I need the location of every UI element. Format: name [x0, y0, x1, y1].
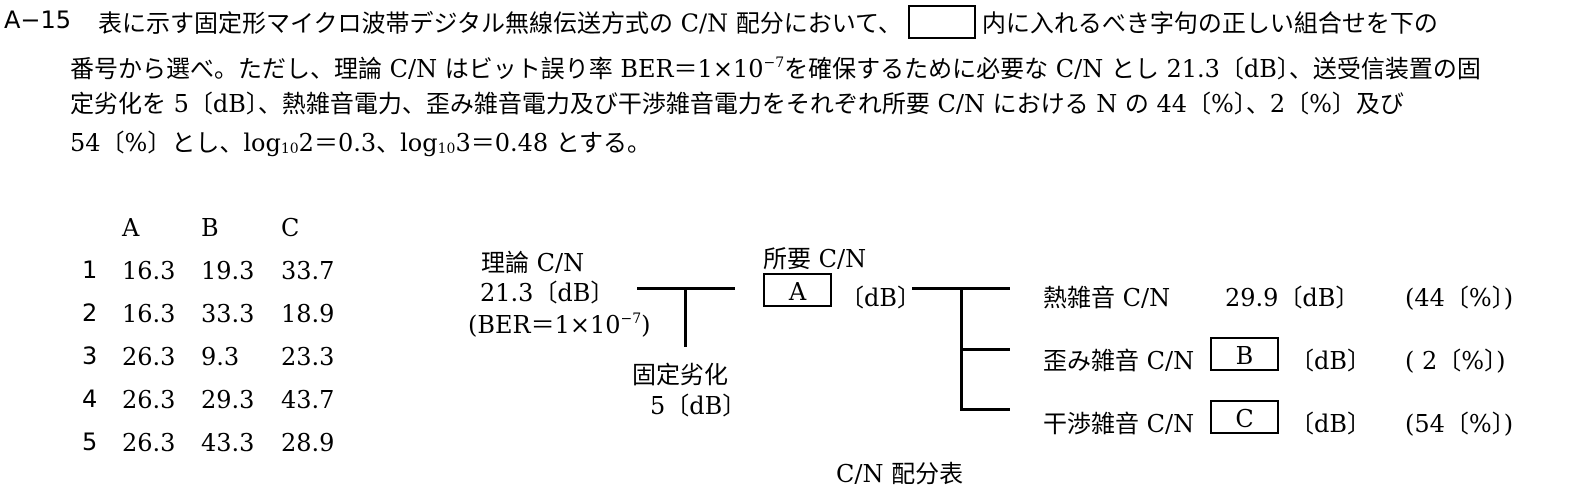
choice-4-b: 29.3 [201, 386, 255, 414]
theory-cn-label: 理論 C/N [481, 249, 585, 277]
ber-exponent: −7 [763, 55, 785, 71]
question-line-2-b: を確保するために必要な C/N とし 21.3〔dB〕、送受信装置の固 [784, 55, 1481, 83]
choice-number-5: 5 [82, 428, 98, 456]
choice-2-a: 16.3 [122, 300, 176, 328]
choice-1-c: 33.7 [281, 257, 335, 285]
question-line-1-b: 内に入れるべき字句の正しい組合せを下の [981, 9, 1438, 38]
answer-box-b: B [1210, 337, 1279, 371]
distortion-noise-percent: ( 2〔%〕) [1405, 347, 1506, 375]
choice-4-a: 26.3 [122, 386, 176, 414]
choice-5-a: 26.3 [122, 429, 176, 457]
question-line-1-a: 表に示す固定形マイクロ波帯デジタル無線伝送方式の C/N 配分において、 [98, 9, 902, 38]
header-b: B [201, 214, 219, 242]
choice-number-3: 3 [82, 342, 98, 370]
question-line-4-a: 54〔%〕とし、log [70, 129, 281, 157]
question-line-1: 表に示す固定形マイクロ波帯デジタル無線伝送方式の C/N 配分において、 内に入れ… [98, 5, 1438, 42]
distortion-noise-unit: 〔dB〕 [1290, 347, 1371, 375]
choice-5-c: 28.9 [281, 429, 335, 457]
choice-3-c: 23.3 [281, 343, 335, 371]
choice-number-2: 2 [82, 299, 98, 327]
theory-ber-exponent: −7 [620, 311, 642, 327]
theory-cn-value: 21.3〔dB〕 [480, 279, 615, 307]
question-number: A−15 [4, 6, 72, 34]
diagram-caption: C/N 配分表 [836, 460, 964, 488]
choice-number-1: 1 [82, 256, 98, 284]
theory-ber: (BER＝1×10−7) [468, 305, 651, 340]
choice-4-c: 43.7 [281, 386, 335, 414]
interference-noise-unit: 〔dB〕 [1290, 410, 1371, 438]
theory-ber-a: (BER＝1×10 [468, 311, 621, 339]
question-line-4-b: 2＝0.3、log [298, 129, 438, 157]
log-base-2: 10 [437, 141, 456, 157]
answer-box-a: A [763, 273, 832, 307]
answer-blank-box [907, 5, 976, 39]
choice-1-a: 16.3 [122, 257, 176, 285]
question-line-2-a: 番号から選べ。ただし、理論 C/N はビット誤り率 BER＝1×10 [70, 55, 764, 83]
branch-interference-line [960, 408, 1010, 411]
question-line-4-c: 3＝0.48 とする。 [455, 129, 652, 157]
degradation-label: 固定劣化 [632, 361, 728, 389]
question-line-4: 54〔%〕とし、log102＝0.3、log103＝0.48 とする。 [70, 131, 651, 161]
choice-2-b: 33.3 [201, 300, 255, 328]
choice-1-b: 19.3 [201, 257, 255, 285]
question-line-2: 番号から選べ。ただし、理論 C/N はビット誤り率 BER＝1×10−7を確保す… [70, 51, 1481, 81]
degradation-connector-line [684, 287, 687, 347]
distortion-noise-label: 歪み雑音 C/N [1043, 347, 1195, 375]
choice-2-c: 18.9 [281, 300, 335, 328]
header-c: C [281, 214, 300, 242]
answer-box-c: C [1210, 400, 1279, 434]
interference-noise-percent: (54〔%〕) [1405, 410, 1514, 438]
thermal-noise-label: 熱雑音 C/N [1043, 284, 1171, 312]
choice-number-4: 4 [82, 385, 98, 413]
thermal-noise-percent: (44〔%〕) [1405, 284, 1514, 312]
branch-distortion-line [960, 348, 1010, 351]
thermal-noise-value: 29.9〔dB〕 [1225, 284, 1360, 312]
log-base-1: 10 [280, 141, 299, 157]
theory-ber-b: ) [641, 311, 651, 339]
choice-3-b: 9.3 [201, 343, 240, 371]
question-line-3: 定劣化を 5〔dB〕、熱雑音電力、歪み雑音電力及び干渉雑音電力をそれぞれ所要 C… [70, 90, 1404, 118]
required-cn-unit: 〔dB〕 [840, 284, 921, 312]
required-cn-label: 所要 C/N [763, 245, 867, 273]
header-a: A [122, 214, 140, 242]
interference-noise-label: 干渉雑音 C/N [1043, 410, 1195, 438]
choice-5-b: 43.3 [201, 429, 255, 457]
degradation-value: 5〔dB〕 [650, 392, 747, 420]
choice-3-a: 26.3 [122, 343, 176, 371]
